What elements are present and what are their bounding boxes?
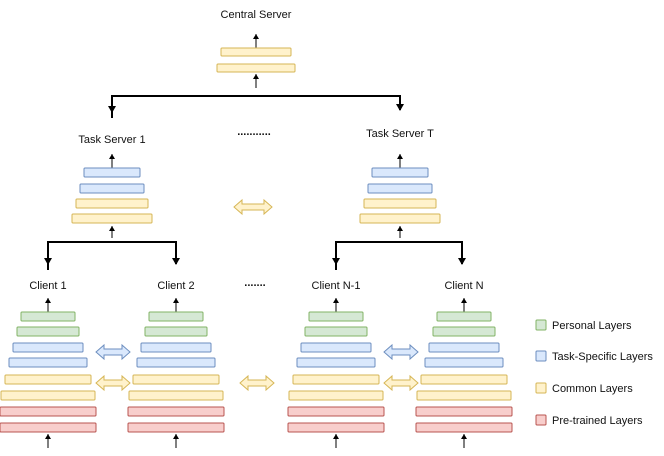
legend-label: Task-Specific Layers bbox=[552, 351, 653, 363]
task-specific-layer bbox=[296, 357, 376, 368]
common-layer bbox=[416, 390, 512, 401]
task-specific-layer bbox=[428, 342, 500, 353]
task-specific-layer bbox=[371, 167, 429, 178]
task-specific-layer bbox=[136, 357, 216, 368]
task-server-1-layers bbox=[71, 154, 153, 238]
common-layer bbox=[0, 390, 96, 401]
pre-trained-layer bbox=[127, 422, 225, 433]
central-server-layers bbox=[216, 34, 296, 88]
pre-trained-layer bbox=[0, 422, 97, 433]
common-layer bbox=[75, 198, 149, 209]
personal-layer bbox=[304, 326, 368, 337]
task-to-client-arrows bbox=[44, 241, 466, 270]
task-specific-sync-arrow bbox=[95, 343, 131, 361]
common-layer bbox=[363, 198, 437, 209]
client-2-label: Client 2 bbox=[157, 280, 194, 292]
central-to-task-arrows bbox=[108, 95, 404, 118]
common-layer bbox=[71, 213, 153, 224]
pre-trained-layer bbox=[127, 406, 225, 417]
client-ellipsis: ....... bbox=[244, 277, 265, 289]
client-stacks bbox=[0, 298, 513, 448]
task-specific-layer bbox=[8, 357, 88, 368]
personal-layer bbox=[432, 326, 496, 337]
central-server-label: Central Server bbox=[221, 9, 292, 21]
personal-layer bbox=[20, 311, 76, 322]
task-specific-layer bbox=[79, 183, 145, 194]
task-specific-layer bbox=[12, 342, 84, 353]
legend-label: Common Layers bbox=[552, 383, 633, 395]
legend-label: Personal Layers bbox=[552, 320, 632, 332]
task-specific-layer bbox=[424, 357, 504, 368]
personal-layer bbox=[16, 326, 80, 337]
client-n-1-label: Client N-1 bbox=[312, 280, 361, 292]
common-layer bbox=[420, 374, 508, 385]
common-layer bbox=[288, 390, 384, 401]
task-server-t-layers bbox=[359, 154, 441, 238]
task-specific-layer bbox=[140, 342, 212, 353]
legend-swatch bbox=[535, 414, 547, 426]
common-layer bbox=[4, 374, 92, 385]
central-common-layer bbox=[220, 47, 292, 57]
personal-layer bbox=[144, 326, 208, 337]
pre-trained-layer bbox=[415, 422, 513, 433]
task-server-1-label: Task Server 1 bbox=[78, 134, 145, 146]
legend-swatch bbox=[535, 319, 547, 331]
personal-layer bbox=[148, 311, 204, 322]
pre-trained-layer bbox=[287, 422, 385, 433]
common-sync-arrow bbox=[383, 374, 419, 392]
personal-layer bbox=[308, 311, 364, 322]
pre-trained-layer bbox=[0, 406, 97, 417]
task-specific-layer bbox=[300, 342, 372, 353]
pre-trained-layer bbox=[287, 406, 385, 417]
task-specific-layer bbox=[83, 167, 141, 178]
server-ellipsis: ........... bbox=[237, 126, 271, 138]
common-layer bbox=[359, 213, 441, 224]
common-sync-arrow bbox=[239, 374, 275, 392]
legend-label: Pre-trained Layers bbox=[552, 415, 643, 427]
common-layer bbox=[132, 374, 220, 385]
task-specific-sync-arrow bbox=[383, 343, 419, 361]
common-sync-arrow bbox=[95, 374, 131, 392]
task-server-t-label: Task Server T bbox=[366, 128, 434, 140]
client-n-label: Client N bbox=[444, 280, 483, 292]
central-common-layer bbox=[216, 63, 296, 73]
common-sync-arrow bbox=[233, 198, 273, 216]
client-1-label: Client 1 bbox=[29, 280, 66, 292]
pre-trained-layer bbox=[415, 406, 513, 417]
common-layer bbox=[292, 374, 380, 385]
legend-swatch bbox=[535, 382, 547, 394]
legend-swatch bbox=[535, 350, 547, 362]
task-specific-layer bbox=[367, 183, 433, 194]
personal-layer bbox=[436, 311, 492, 322]
common-layer bbox=[128, 390, 224, 401]
